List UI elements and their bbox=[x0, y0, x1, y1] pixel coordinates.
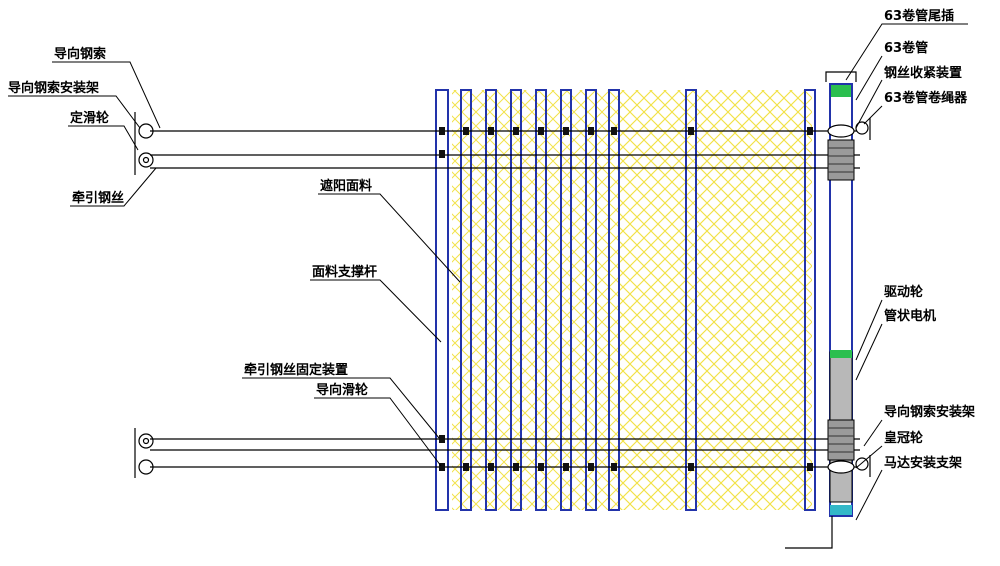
cable-clamp-icon bbox=[488, 127, 494, 135]
shade-fabric-panel-dense bbox=[700, 90, 805, 510]
tube-end-plug-cap bbox=[831, 85, 851, 97]
support-rod bbox=[804, 89, 816, 511]
label-fabric-support-rod: 面料支撑杆 bbox=[312, 264, 377, 280]
leader-fixed-pulley bbox=[68, 125, 139, 151]
cable-clamp-icon bbox=[563, 463, 569, 471]
cable-clamp-icon bbox=[463, 127, 469, 135]
label-tubular-motor: 管状电机 bbox=[884, 308, 936, 324]
leader-guide-cable bbox=[52, 61, 161, 129]
cable-clamp-icon bbox=[688, 127, 694, 135]
leader-guide-cable-mount-right bbox=[863, 419, 883, 447]
cable-clamp-icon bbox=[807, 127, 813, 135]
cable-clamp-icon bbox=[439, 463, 445, 471]
cable-clamp-icon bbox=[611, 463, 617, 471]
label-guide-cable-mount-right: 导向钢索安装架 bbox=[884, 404, 975, 420]
label-shade-fabric: 遮阳面料 bbox=[320, 178, 372, 194]
support-rod bbox=[435, 89, 449, 511]
leader-guide-cable-mount-left bbox=[8, 95, 141, 129]
label-drive-wheel: 驱动轮 bbox=[884, 284, 923, 300]
pulley-axle-icon bbox=[142, 156, 150, 164]
label-crown-wheel: 皇冠轮 bbox=[884, 430, 923, 446]
traction-wire-fixing-icon bbox=[439, 150, 445, 158]
crown-wheel-icon bbox=[827, 460, 855, 474]
support-rod bbox=[608, 89, 620, 511]
label-traction-wire-fixing: 牵引钢丝固定装置 bbox=[244, 362, 348, 378]
label-traction-wire: 牵引钢丝 bbox=[72, 190, 124, 206]
motor-end-cap bbox=[830, 505, 852, 515]
callout-labels: 导向钢索 导向钢索安装架 定滑轮 牵引钢丝 遮阳面料 面料支撑杆 牵引钢丝固定装… bbox=[8, 8, 975, 471]
cable-clamp-icon bbox=[611, 127, 617, 135]
cable-clamp-icon bbox=[588, 463, 594, 471]
leader-support-rod bbox=[310, 279, 442, 343]
leader-tube-end-plug bbox=[845, 23, 968, 81]
drive-wheel-cap bbox=[830, 350, 852, 358]
cable-clamp-icon bbox=[439, 127, 445, 135]
cable-clamp-icon bbox=[538, 463, 544, 471]
fixed-pulley-icon bbox=[138, 459, 154, 475]
label-motor-bracket: 马达安装支架 bbox=[884, 455, 962, 471]
label-tube-63: 63卷管 bbox=[884, 40, 928, 56]
pulley-icon bbox=[138, 433, 154, 449]
cable-clamp-icon bbox=[563, 127, 569, 135]
shade-fabric-panel-dense bbox=[620, 90, 690, 510]
support-rod bbox=[535, 89, 547, 511]
label-fixed-pulley: 定滑轮 bbox=[69, 110, 109, 126]
cable-clamp-icon bbox=[688, 463, 694, 471]
leader-traction-wire-fixing bbox=[242, 377, 440, 439]
rope-reel-drum bbox=[827, 139, 855, 181]
support-rod bbox=[485, 89, 497, 511]
fixed-pulley-icon bbox=[138, 123, 154, 139]
cable-clamp-icon bbox=[463, 463, 469, 471]
support-rod bbox=[685, 89, 697, 511]
support-rod bbox=[585, 89, 597, 511]
leader-wire-tensioner bbox=[855, 79, 883, 129]
leader-tube-63 bbox=[855, 55, 883, 101]
leader-lines bbox=[8, 23, 968, 521]
motor-bracket-line bbox=[785, 516, 833, 549]
cable-clamp-icon bbox=[488, 463, 494, 471]
rope-reel-grooves bbox=[828, 147, 854, 173]
leader-guide-pulley bbox=[314, 397, 442, 467]
label-guide-cable: 导向钢索 bbox=[54, 46, 106, 62]
shade-fabric bbox=[452, 90, 812, 510]
cable-clamp-icon bbox=[588, 127, 594, 135]
cable-clamp-icon bbox=[807, 463, 813, 471]
support-rod bbox=[560, 89, 572, 511]
leader-drive-wheel bbox=[855, 299, 883, 361]
leader-shade-fabric bbox=[318, 193, 461, 283]
leader-tubular-motor bbox=[855, 323, 883, 381]
crown-wheel-grooves bbox=[828, 427, 854, 453]
leader-tube-rope-reel bbox=[863, 105, 883, 125]
label-guide-cable-mount-left: 导向钢索安装架 bbox=[8, 80, 99, 96]
label-tube-rope-reel: 63卷管卷绳器 bbox=[884, 90, 968, 106]
label-guide-pulley: 导向滑轮 bbox=[316, 382, 368, 398]
cable-clamp-icon bbox=[513, 463, 519, 471]
wire-tensioner-icon bbox=[827, 124, 855, 138]
fabric-support-rods bbox=[435, 89, 816, 511]
cables bbox=[150, 130, 860, 468]
crown-wheel-drum bbox=[827, 419, 855, 461]
cable-clamp-icon bbox=[513, 127, 519, 135]
cable-clamp-icon bbox=[538, 127, 544, 135]
label-tube-end-plug: 63卷管尾插 bbox=[884, 8, 954, 24]
roller-tube-assembly bbox=[785, 71, 871, 549]
leader-traction-wire bbox=[70, 167, 157, 207]
leader-motor-bracket bbox=[855, 469, 883, 521]
pulley-icon bbox=[138, 152, 154, 168]
traction-wire-fixing-icon bbox=[439, 435, 445, 443]
pulley-axle-icon bbox=[142, 437, 150, 445]
leader-crown-wheel bbox=[855, 445, 883, 469]
label-wire-tensioner: 钢丝收紧装置 bbox=[884, 65, 962, 81]
tube-end-plug-bracket bbox=[825, 71, 857, 82]
left-pulleys bbox=[134, 112, 154, 478]
support-rod bbox=[460, 89, 472, 511]
support-rod bbox=[510, 89, 522, 511]
cable-clamps bbox=[439, 127, 813, 471]
